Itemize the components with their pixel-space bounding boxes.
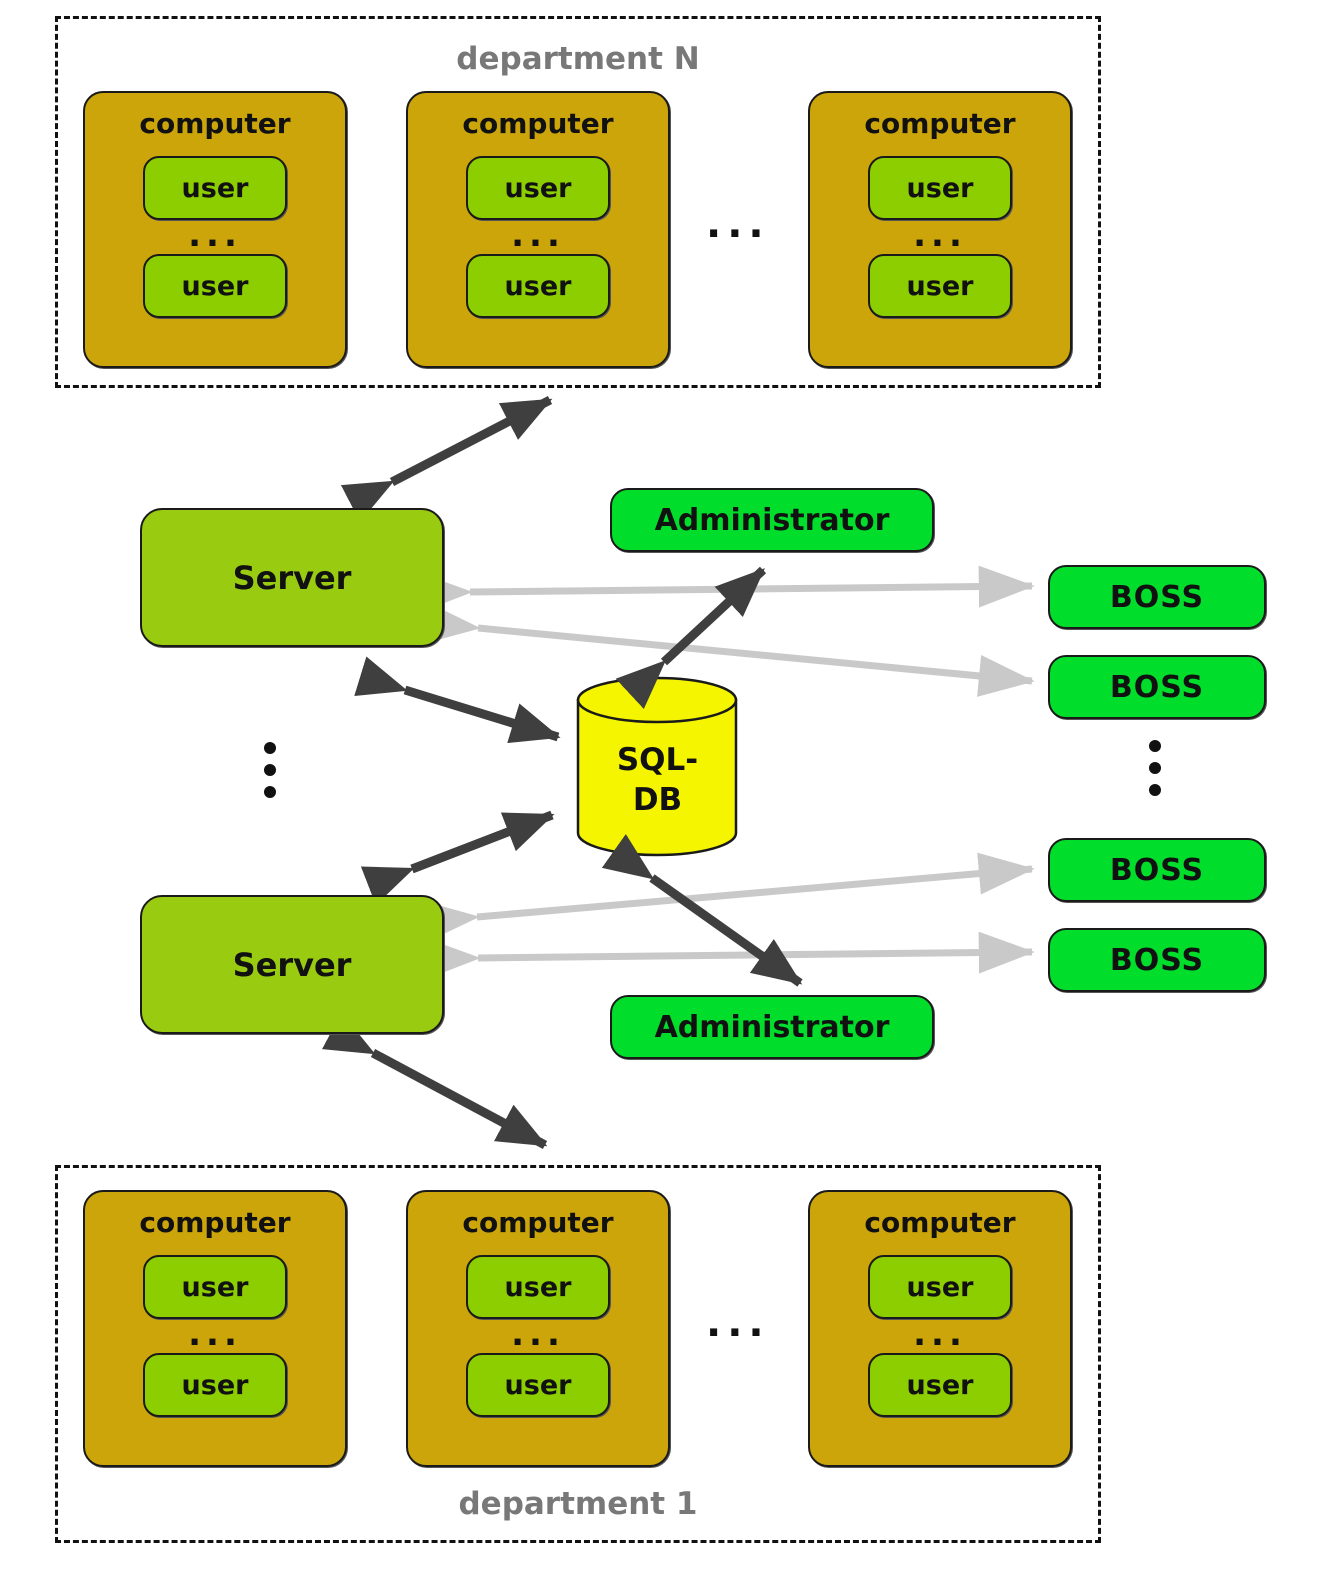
boss-box-3: BOSS: [1048, 838, 1266, 902]
servers-vertical-ellipsis-icon: [264, 742, 276, 798]
computer-label: computer: [864, 1206, 1016, 1239]
department-1-label: department 1: [458, 1486, 698, 1522]
user-box: user: [868, 156, 1012, 220]
computer-label: computer: [139, 1206, 291, 1239]
department-n-group: department N computer user ... user comp…: [55, 16, 1101, 388]
boss-box-4: BOSS: [1048, 928, 1266, 992]
users-ellipsis: ...: [913, 1314, 967, 1354]
user-box: user: [466, 156, 610, 220]
computer-label: computer: [139, 107, 291, 140]
server-box-top: Server: [140, 508, 444, 647]
users-ellipsis: ...: [511, 215, 565, 255]
sql-db-label-line2: DB: [632, 782, 683, 818]
ellipsis-dot: [264, 786, 276, 798]
gray-arrows-group: [416, 565, 1035, 980]
computer-box: computer user ... user: [83, 1190, 347, 1467]
arrow-server-bottom-department1: [321, 1012, 548, 1149]
arrow-server-top-boss-2: [423, 602, 1035, 697]
administrator-box-bottom: Administrator: [610, 995, 934, 1059]
ellipsis-dot: [1149, 740, 1161, 752]
department-1-group: computer user ... user computer user ...…: [55, 1165, 1101, 1543]
user-box: user: [868, 254, 1012, 318]
users-ellipsis: ...: [913, 215, 967, 255]
arrow-server-bottom-boss-4: [424, 931, 1035, 980]
user-box: user: [466, 1255, 610, 1319]
ellipsis-dot: [1149, 784, 1161, 796]
ellipsis-dot: [1149, 762, 1161, 774]
arrow-server-bottom-boss-3: [422, 852, 1035, 943]
user-box: user: [143, 254, 287, 318]
computer-box: computer user ... user: [83, 91, 347, 368]
arrow-departmentN-server-top: [340, 396, 553, 522]
computer-box: computer user ... user: [808, 91, 1072, 368]
user-box: user: [868, 1353, 1012, 1417]
computers-ellipsis: ...: [706, 1300, 770, 1346]
users-ellipsis: ...: [511, 1314, 565, 1354]
computer-box: computer user ... user: [808, 1190, 1072, 1467]
computer-label: computer: [462, 1206, 614, 1239]
arrow-server-top-sqldb: [354, 656, 561, 744]
user-box: user: [466, 254, 610, 318]
arrow-server-bottom-sqldb: [360, 810, 555, 906]
computers-ellipsis: ...: [706, 201, 770, 247]
arrow-administrator-bottom-sqldb: [601, 834, 803, 987]
users-ellipsis: ...: [188, 215, 242, 255]
user-box: user: [868, 1255, 1012, 1319]
user-box: user: [143, 1353, 287, 1417]
computer-label: computer: [462, 107, 614, 140]
server-box-bottom: Server: [140, 895, 444, 1034]
computer-label: computer: [864, 107, 1016, 140]
boss-box-2: BOSS: [1048, 655, 1266, 719]
user-box: user: [143, 156, 287, 220]
bosses-vertical-ellipsis-icon: [1149, 740, 1161, 796]
ellipsis-dot: [264, 764, 276, 776]
computer-box: computer user ... user: [406, 1190, 670, 1467]
user-box: user: [143, 1255, 287, 1319]
user-box: user: [466, 1353, 610, 1417]
arrow-server-top-boss-1: [416, 565, 1035, 614]
computer-box: computer user ... user: [406, 91, 670, 368]
administrator-box-top: Administrator: [610, 488, 934, 552]
sql-db-label-line1: SQL-: [616, 742, 699, 778]
boss-box-1: BOSS: [1048, 565, 1266, 629]
ellipsis-dot: [264, 742, 276, 754]
department-n-label: department N: [456, 41, 700, 77]
arrow-administrator-top-sqldb: [615, 566, 767, 710]
sql-db-label: SQL- DB: [578, 740, 737, 820]
users-ellipsis: ...: [188, 1314, 242, 1354]
